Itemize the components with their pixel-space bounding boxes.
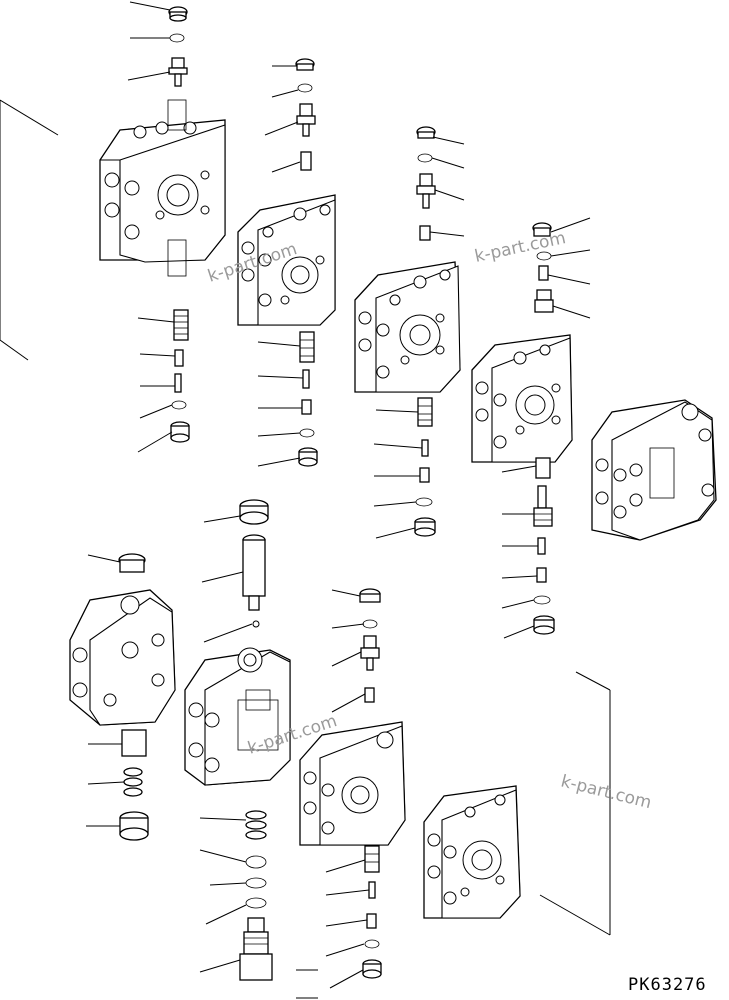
pin-part <box>368 881 376 899</box>
plug-part <box>414 517 436 537</box>
o-ring-part <box>245 877 267 889</box>
plug-part <box>119 811 149 841</box>
pin-part <box>537 537 546 555</box>
valve-body-6 <box>299 721 406 846</box>
drawing-code: PK63276 <box>628 975 707 995</box>
spring-small-part <box>536 567 547 583</box>
o-ring-part <box>297 83 313 93</box>
valve-body-1 <box>99 99 226 277</box>
spring-part <box>123 767 143 797</box>
check-valve-part <box>296 103 316 137</box>
spring-part <box>299 331 315 363</box>
valve-section-3 <box>354 126 465 539</box>
spring-part <box>417 397 433 427</box>
valve-body-5 <box>184 647 291 786</box>
plug-part <box>170 421 190 443</box>
spring-small-part <box>366 913 377 929</box>
backup-ring-part <box>245 897 267 909</box>
inlet-cover-block <box>69 553 176 726</box>
valve-section-6 <box>296 588 406 999</box>
sleeve-part <box>121 729 147 757</box>
spool-part <box>533 485 553 527</box>
watermark: k-part.com <box>473 228 568 267</box>
plug-part <box>532 222 552 237</box>
pin-part <box>174 373 182 393</box>
spring-part <box>173 309 189 341</box>
spring-small-part <box>174 349 184 367</box>
leader-lines-5 <box>86 554 125 827</box>
end-cover-block <box>591 399 717 541</box>
sleeve-part <box>535 457 551 479</box>
o-ring-part <box>169 33 185 43</box>
leader-lines-1 <box>0 1 176 453</box>
valve-section-1 <box>0 1 226 453</box>
spring-part <box>245 810 267 840</box>
plug-part <box>359 588 381 603</box>
spring-small-part <box>538 265 549 281</box>
check-valve-part <box>416 173 436 209</box>
leader-lines-6 <box>199 515 253 973</box>
spool-cap-part <box>242 534 266 611</box>
spring-small-part <box>300 151 312 171</box>
leader-lines-2 <box>257 65 304 467</box>
valve-section-4 <box>471 217 591 639</box>
o-ring-part <box>299 428 315 438</box>
valve-body-4 <box>471 334 573 463</box>
o-ring-part <box>362 619 378 629</box>
o-ring-part <box>245 855 267 869</box>
spring-small-part <box>419 467 430 483</box>
check-valve-part <box>168 57 188 87</box>
o-ring-part <box>536 251 552 261</box>
plug-part <box>168 6 188 22</box>
o-ring-part <box>533 595 551 605</box>
spring-small-part <box>364 687 375 703</box>
valve-section-2 <box>237 58 336 467</box>
valve-body-2 <box>237 194 336 326</box>
spring-part <box>364 845 380 873</box>
valve-body-3 <box>354 261 461 393</box>
leader-lines-3 <box>373 136 465 539</box>
spring-small-part <box>301 399 312 415</box>
o-ring-part <box>415 497 433 507</box>
spring-small-part <box>419 225 431 241</box>
plug-part <box>362 959 382 979</box>
o-ring-part <box>364 939 380 949</box>
o-ring-part <box>171 400 187 410</box>
pin-part <box>421 439 429 457</box>
plug-part <box>295 58 315 71</box>
plug-part <box>533 615 555 635</box>
watermark: k-part.com <box>559 771 654 813</box>
valve-section-5 <box>184 499 291 981</box>
plug-part <box>416 126 436 139</box>
pin-part <box>302 369 310 389</box>
o-ring-part <box>417 153 433 163</box>
plug-part <box>298 447 318 467</box>
valve-section-7 <box>423 671 611 936</box>
leader-lines-7 <box>296 589 370 999</box>
plug-part-body <box>119 559 145 573</box>
check-valve-part <box>360 635 380 671</box>
check-valve-part <box>534 289 554 313</box>
leader-lines-4 <box>501 217 591 639</box>
ball-part <box>252 620 260 628</box>
plug-assembly-part <box>239 917 273 981</box>
inlet-parts <box>86 554 149 841</box>
plug-part <box>239 499 269 525</box>
